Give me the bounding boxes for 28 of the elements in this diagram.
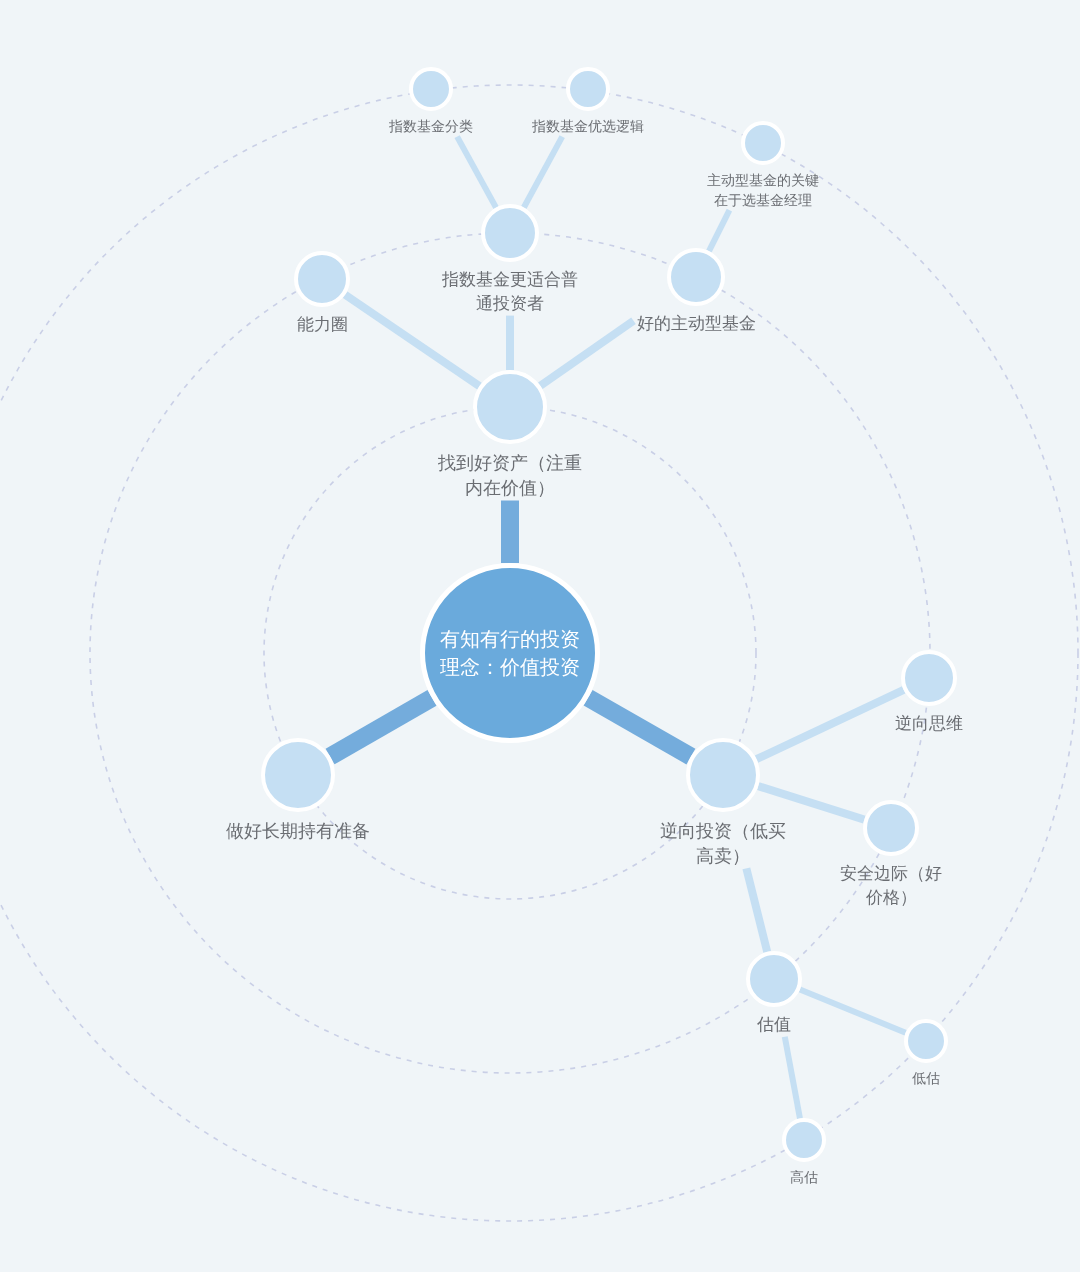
node-label: 高估: [789, 1168, 819, 1187]
connector-line: [757, 782, 866, 824]
connector-line: [742, 867, 772, 953]
node-label: 主动型基金的关键在于选基金经理: [706, 171, 820, 210]
node-label: 低估: [911, 1069, 941, 1088]
connector-line: [781, 1036, 803, 1119]
connector-line: [501, 500, 519, 563]
connector-line: [454, 135, 499, 209]
node-label: 有知有行的投资理念：价值投资: [439, 626, 581, 681]
connector-line: [342, 291, 482, 390]
connector-line: [325, 690, 437, 765]
connector-line: [538, 317, 636, 390]
node-label: 做好长期持有准备: [225, 819, 371, 843]
node-label: 能力圈: [295, 313, 349, 336]
node-label: 安全边际（好价格）: [839, 862, 943, 909]
connector-line: [583, 689, 696, 765]
node-label: 指数基金优选逻辑: [531, 117, 645, 136]
node-label: 好的主动型基金: [635, 312, 757, 335]
connector-line: [706, 208, 733, 253]
node-label: 指数基金分类: [388, 117, 474, 136]
node-label: 找到好资产（注重内在价值）: [437, 451, 583, 501]
node-label: 估值: [756, 1013, 792, 1036]
connector-line: [521, 135, 565, 209]
node-label: 逆向投资（低买高卖）: [659, 819, 787, 869]
connector-line: [754, 686, 906, 763]
connector-line: [798, 986, 907, 1036]
node-label: 指数基金更适合普通投资者: [441, 268, 579, 315]
node-label: 逆向思维: [894, 712, 964, 735]
